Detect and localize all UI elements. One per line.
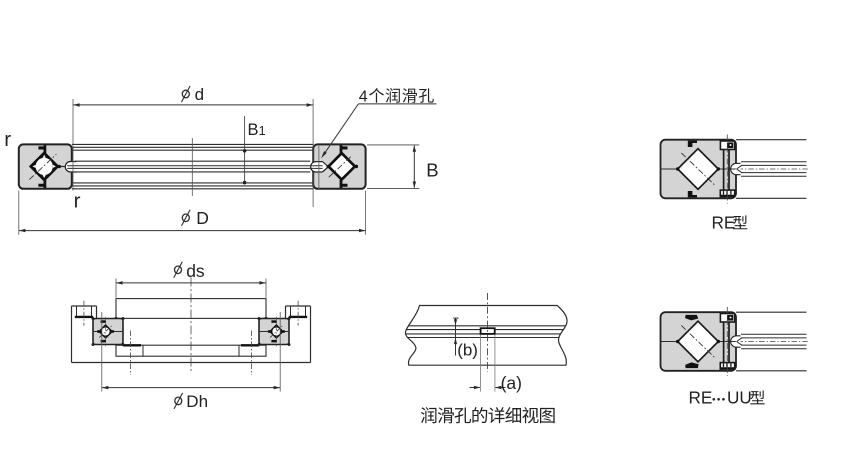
svg-text:ds: ds	[186, 261, 205, 281]
svg-text:RE: RE	[689, 388, 713, 408]
svg-text:r: r	[4, 128, 11, 151]
svg-text:r: r	[74, 190, 81, 213]
svg-text:d: d	[195, 85, 204, 104]
svg-text:RE: RE	[712, 213, 736, 233]
svg-text:D: D	[196, 208, 209, 228]
svg-text:UU: UU	[727, 388, 752, 408]
svg-text:4: 4	[359, 89, 368, 106]
svg-text:1: 1	[259, 124, 266, 138]
svg-text:B: B	[426, 159, 438, 180]
svg-text:Dh: Dh	[186, 392, 208, 411]
svg-text:B: B	[248, 121, 259, 139]
svg-text:(a): (a)	[501, 373, 522, 393]
svg-text:(b): (b)	[457, 341, 478, 360]
